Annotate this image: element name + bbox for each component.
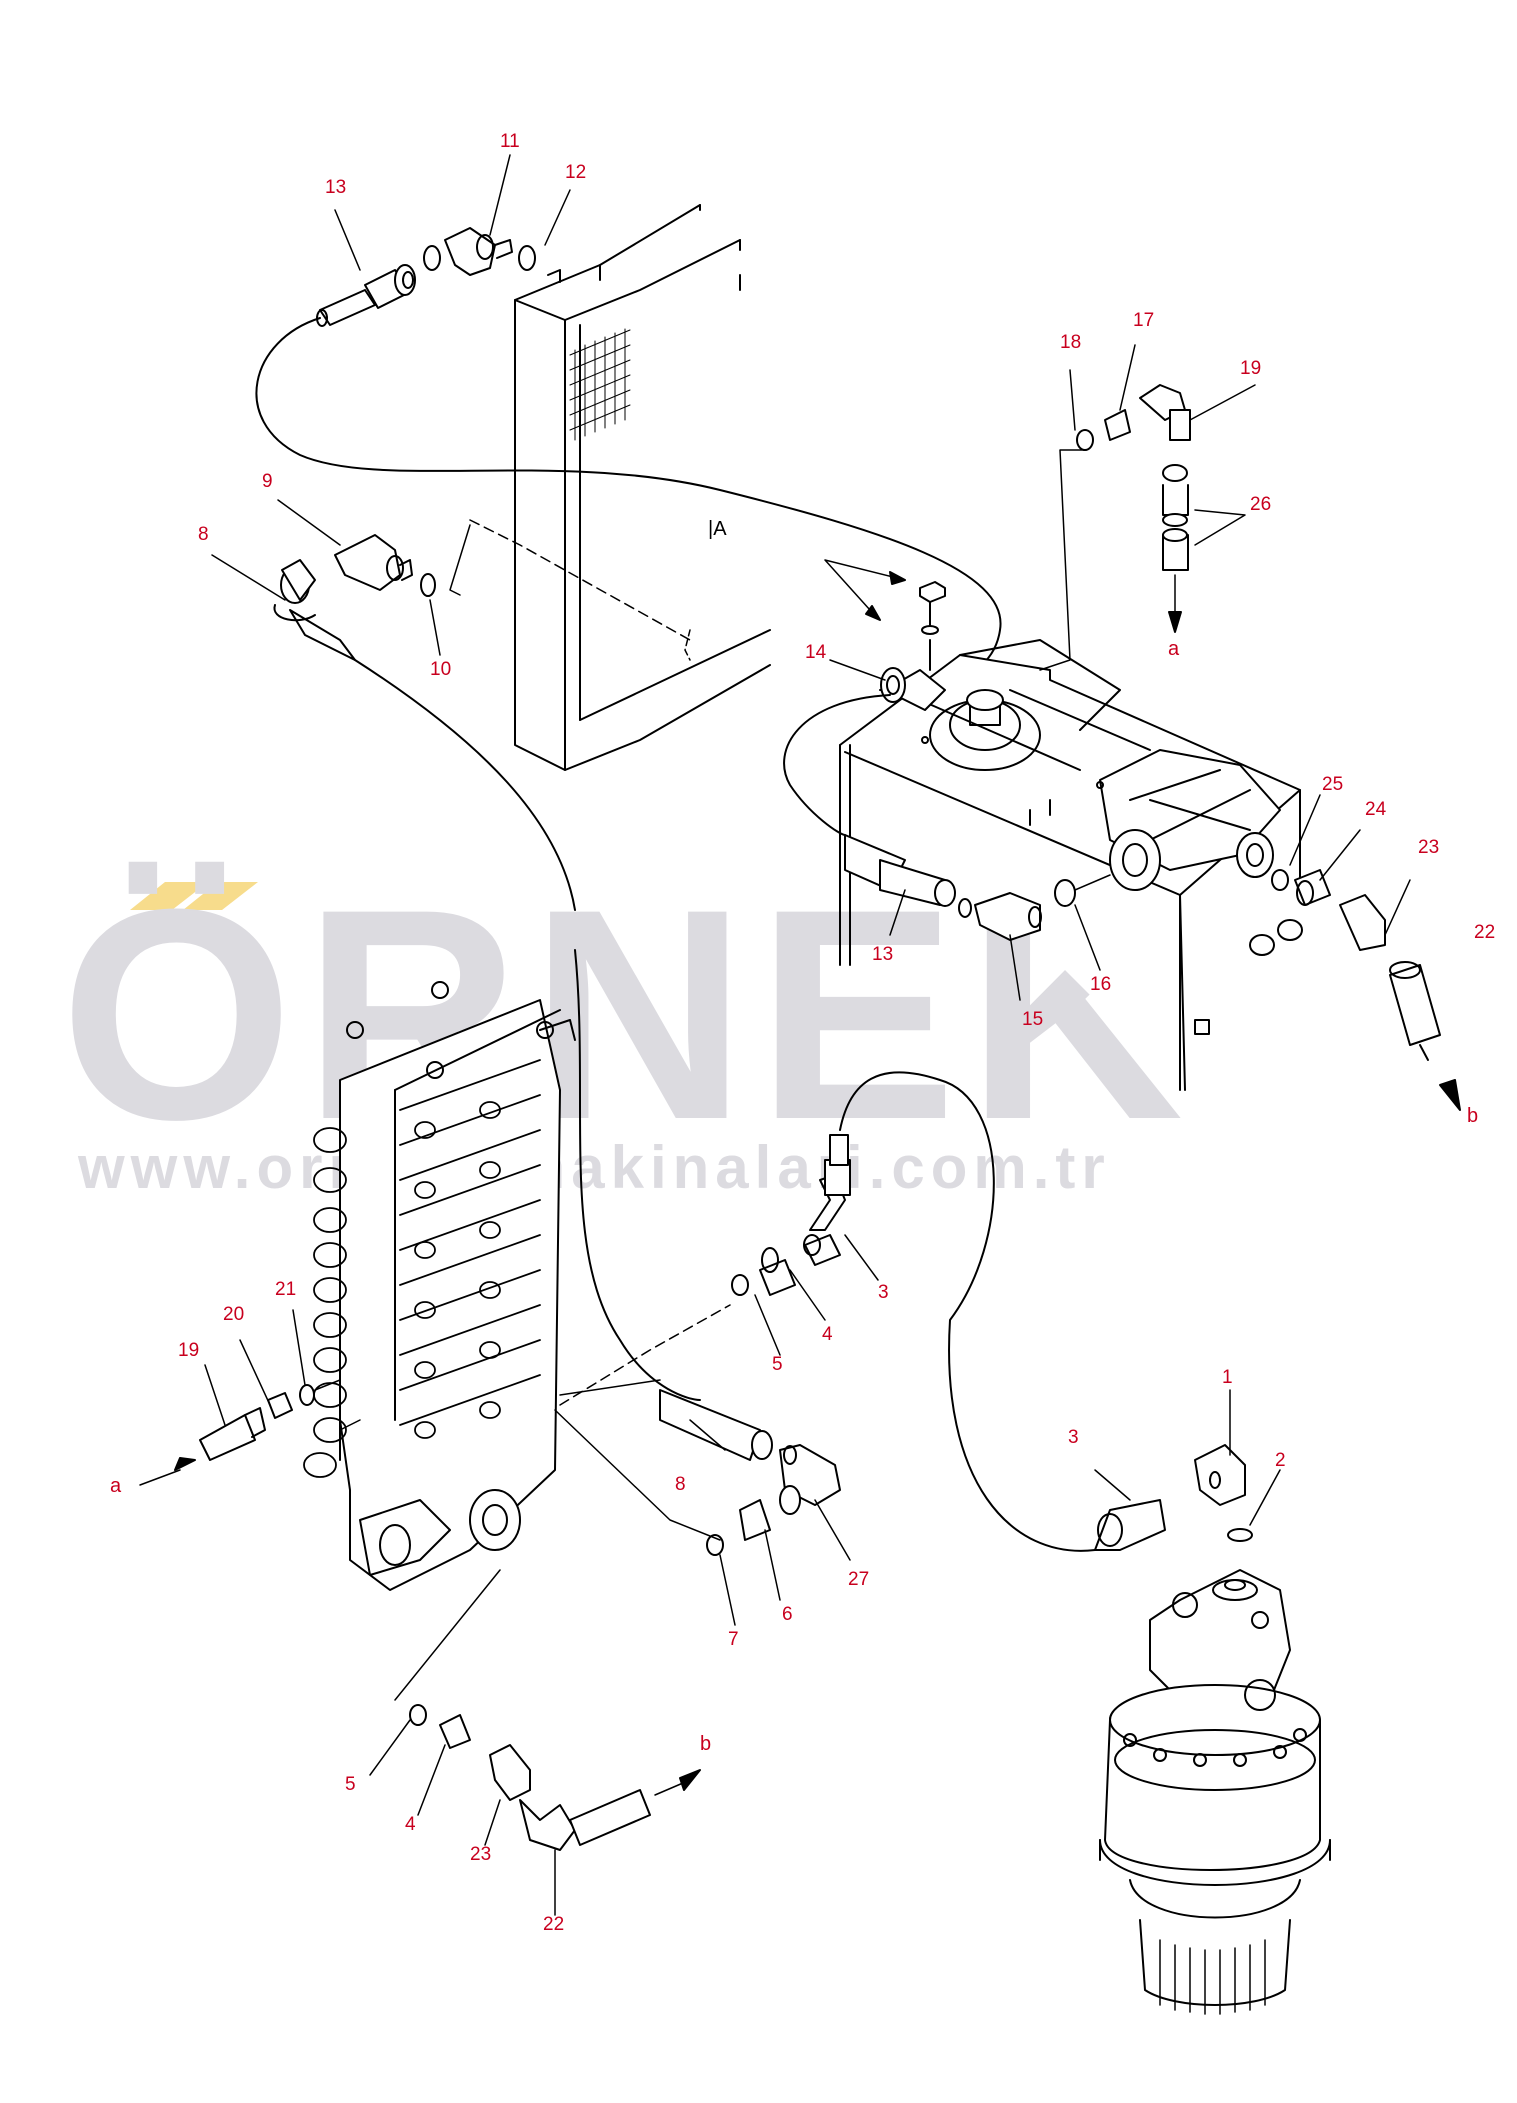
callout-24: 24 xyxy=(1365,799,1387,820)
callout-15: 15 xyxy=(1022,1009,1043,1030)
fitting-group-tank-top xyxy=(783,559,946,836)
fitting-group-valve-bottom xyxy=(394,1569,701,1851)
callout-20: 20 xyxy=(223,1304,244,1325)
callout-12: 12 xyxy=(565,162,586,183)
callout-1: 1 xyxy=(1222,1367,1233,1388)
callout-2: 2 xyxy=(1275,1450,1286,1471)
callout-22-bottom: 22 xyxy=(543,1914,564,1935)
fitting-group-top-right xyxy=(1039,384,1191,671)
callout-23-bottom: 23 xyxy=(470,1844,491,1865)
callout-14: 14 xyxy=(805,642,827,663)
leader-lines xyxy=(204,154,1411,1916)
callout-5-bottom: 5 xyxy=(345,1774,356,1795)
callout-6: 6 xyxy=(782,1604,793,1625)
fitting-group-valve-right-upper xyxy=(559,1134,851,1406)
watermark-url: www.ornekismakinalari.com.tr xyxy=(77,1134,1111,1201)
callout-3-valve: 3 xyxy=(878,1282,889,1303)
callout-19-top: 19 xyxy=(1240,358,1261,379)
flow-letter-a-top: a xyxy=(1168,638,1180,660)
fitting-group-left xyxy=(273,534,436,661)
callout-8-top: 8 xyxy=(198,524,209,545)
callout-labels: 13 11 12 9 8 10 14 13 15 16 25 24 23 22 … xyxy=(110,131,1495,1935)
fitting-group-valve-right-lower xyxy=(554,1379,841,1556)
callout-23-tank: 23 xyxy=(1418,837,1439,858)
control-valve-block xyxy=(303,981,576,1591)
fitting-group-tank-right xyxy=(1249,869,1461,1111)
fitting-group-valve-left xyxy=(139,1379,361,1486)
callout-10: 10 xyxy=(430,659,451,680)
callout-8-valve: 8 xyxy=(675,1474,686,1495)
hose-motor xyxy=(839,1071,1096,1552)
callout-13-tank: 13 xyxy=(872,944,893,965)
flow-letter-b-bottom: b xyxy=(700,1733,711,1755)
callout-11: 11 xyxy=(500,131,520,152)
fitting-group-tank-left xyxy=(844,834,1111,941)
callout-25: 25 xyxy=(1322,774,1343,795)
callout-3-motor: 3 xyxy=(1068,1427,1079,1448)
callout-17: 17 xyxy=(1133,310,1154,331)
hose-left-long xyxy=(354,659,576,911)
line-art xyxy=(139,154,1461,2015)
watermark-accent-left xyxy=(130,882,208,910)
callout-4-valve: 4 xyxy=(822,1324,833,1345)
radiator-mesh xyxy=(569,328,631,441)
flow-letter-a-left: a xyxy=(110,1475,122,1497)
hose-left-long-lower xyxy=(574,949,701,1401)
flow-letter-b-right: b xyxy=(1467,1105,1478,1127)
callout-22-tank: 22 xyxy=(1474,922,1495,943)
callout-5-valve: 5 xyxy=(772,1354,783,1375)
callout-9: 9 xyxy=(262,471,273,492)
swing-motor xyxy=(1094,1444,1331,2015)
radiator-frame xyxy=(449,204,771,771)
callout-16: 16 xyxy=(1090,974,1111,995)
callout-27: 27 xyxy=(848,1569,869,1590)
section-label-a: |A xyxy=(708,518,727,540)
callout-21: 21 xyxy=(275,1279,296,1300)
callout-26: 26 xyxy=(1250,494,1271,515)
hydraulic-tank xyxy=(839,639,1301,1091)
watermark-accent-right xyxy=(183,882,258,910)
callout-13-top: 13 xyxy=(325,177,346,198)
hose-loop-top xyxy=(255,317,1002,692)
fitting-group-top-left xyxy=(316,227,561,327)
callout-4-bottom: 4 xyxy=(405,1814,416,1835)
callout-19-left: 19 xyxy=(178,1340,199,1361)
callout-7: 7 xyxy=(728,1629,739,1650)
callout-18: 18 xyxy=(1060,332,1081,353)
